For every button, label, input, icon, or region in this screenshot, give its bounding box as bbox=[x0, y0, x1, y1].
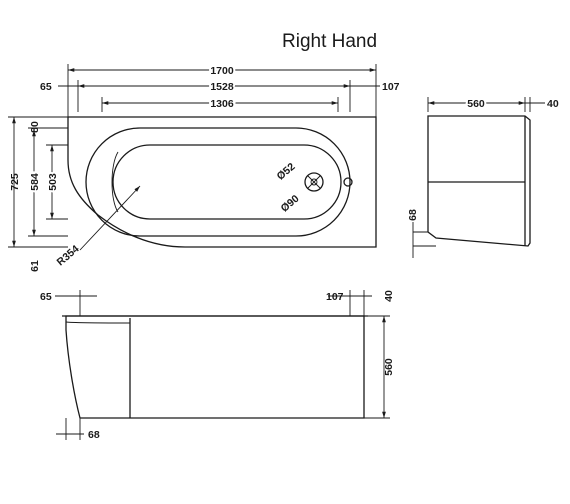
dim-overflow-diameter: Ø90 bbox=[279, 193, 302, 215]
front-height-extension bbox=[364, 315, 390, 419]
drawing-title: Right Hand bbox=[282, 31, 377, 52]
plan-inner-oval bbox=[85, 127, 351, 237]
top-extension-lines bbox=[67, 64, 377, 117]
front-right-extension bbox=[349, 290, 365, 316]
dim-waste-diameter: Ø52 bbox=[275, 161, 298, 183]
dim-front-height: 560 bbox=[383, 358, 395, 376]
dim-bowl-length: 1306 bbox=[210, 98, 234, 110]
end-extension-lines bbox=[427, 97, 531, 112]
waste-cross bbox=[307, 175, 321, 189]
dim-front-curve: 68 bbox=[88, 429, 100, 441]
dim-inner-width: 584 bbox=[29, 173, 41, 191]
dim-front-left-offset: 65 bbox=[40, 291, 52, 303]
end-view: 560 40 68 bbox=[407, 96, 559, 258]
plan-bowl-oval bbox=[112, 144, 342, 220]
front-view-outline bbox=[65, 315, 365, 419]
dim-overall-width: 725 bbox=[9, 173, 21, 191]
dim-front-right-offset: 107 bbox=[326, 291, 344, 303]
dim-end-rim: 40 bbox=[547, 98, 559, 110]
radius-leader bbox=[79, 185, 141, 251]
dim-inner-length: 1528 bbox=[210, 81, 234, 93]
front-panel-curve bbox=[65, 321, 131, 324]
dim-front-rim: 40 bbox=[383, 290, 395, 302]
plan-view: 1700 1528 1306 65 107 725 584 503 80 61 … bbox=[8, 63, 400, 272]
plan-bowl-ridge bbox=[111, 151, 119, 213]
dim-end-width: 560 bbox=[467, 98, 485, 110]
dim-bowl-width: 503 bbox=[47, 173, 59, 191]
end-view-outline bbox=[427, 115, 531, 247]
dim-left-offset: 65 bbox=[40, 81, 52, 93]
waste-outlet bbox=[304, 172, 324, 192]
dim-bottom-offset: 61 bbox=[29, 260, 41, 272]
overflow-outlet bbox=[343, 177, 353, 187]
dim-top-offset: 80 bbox=[29, 121, 41, 133]
end-curve-extension bbox=[413, 231, 436, 247]
dim-end-curve: 68 bbox=[407, 209, 419, 221]
waste-plug bbox=[310, 178, 318, 186]
left-extension-lines bbox=[8, 116, 68, 248]
front-curve-extension bbox=[65, 418, 81, 440]
dim-overall-length: 1700 bbox=[210, 65, 234, 77]
dim-right-offset: 107 bbox=[382, 81, 400, 93]
plan-outer-rim bbox=[67, 116, 377, 248]
front-view: 65 107 40 560 68 bbox=[40, 290, 395, 441]
